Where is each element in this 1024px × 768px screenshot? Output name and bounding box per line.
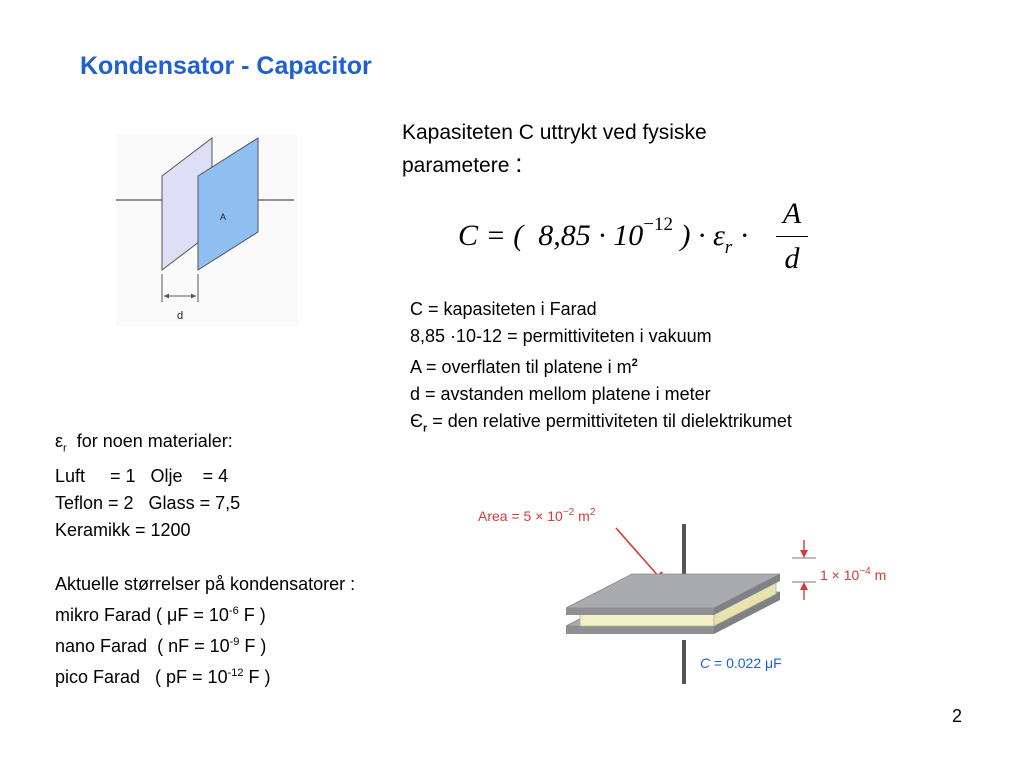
slide-title: Kondensator - Capacitor: [80, 52, 372, 80]
intro-line-2: parametere :: [402, 148, 523, 178]
definition-distance: d = avstanden mellom platene i meter: [410, 384, 711, 404]
spacer: [55, 544, 355, 571]
distance-arrowhead-right: [191, 293, 196, 299]
plate-capacitor-diagram: A d: [116, 134, 298, 326]
capacitance-formula: C = ( 8,85 · 10−12 ) · εr · A d: [458, 196, 808, 282]
materials-heading: εr for noen materialer:: [55, 431, 233, 455]
definitions-list: C = kapasiteten i Farad 8,85 ·10-12 = pe…: [410, 296, 792, 443]
formula-dot: ·: [732, 219, 750, 252]
formula-fraction: A d: [776, 196, 808, 277]
definition-constant: 8,85 ·10-12 = permittiviteten i vakuum: [410, 326, 712, 346]
formula-exponent: −12: [643, 214, 673, 235]
definition-area: A = overflaten til platene i m2: [410, 357, 638, 377]
bottom-plate-side: [714, 592, 780, 634]
capacitance-label: C = 0.022 μF: [700, 655, 782, 671]
top-plate-side: [714, 574, 780, 615]
intro-colon: :: [515, 148, 523, 178]
fraction-bar: [776, 236, 808, 237]
front-plate: [197, 137, 259, 271]
gap-arrowhead-bottom: [800, 582, 808, 590]
parallel-plate-illustration: Area = 5 × 10−2 m2 1 × 10−4 m C = 0.022 …: [478, 507, 886, 684]
materials-row-2: Teflon = 2 Glass = 7,5: [55, 492, 241, 513]
size-micro: mikro Farad ( μF = 10-6 F ): [55, 604, 266, 625]
area-arrow: [615, 527, 661, 579]
size-nano: nano Farad ( nF = 10-9 F ): [55, 635, 267, 656]
formula-denominator: d: [784, 242, 800, 275]
sizes-heading: Aktuelle størrelser på kondensatorer :: [55, 573, 356, 594]
intro-line-1: Kapasiteten C uttrykt ved fysiske: [402, 121, 707, 144]
formula-sub: r: [724, 237, 733, 258]
bottom-plate-front: [566, 626, 714, 634]
formula-mid: ) · ε: [672, 219, 725, 252]
materials-row-1: Luft = 1 Olje = 4: [55, 465, 229, 486]
definition-c: C = kapasiteten i Farad: [410, 299, 597, 319]
plate-area-label: A: [220, 212, 226, 222]
area-label: Area = 5 × 10−2 m2: [478, 507, 596, 524]
distance-label: d: [177, 310, 183, 322]
thickness-label: 1 × 10−4 m: [820, 566, 886, 583]
materials-row-3: Keramikk = 1200: [55, 519, 191, 540]
size-pico: pico Farad ( pF = 10-12 F ): [55, 666, 271, 687]
formula-lhs: C = ( 8,85 · 10: [458, 219, 644, 252]
intro-text: Kapasiteten C uttrykt ved fysiske parame…: [402, 117, 707, 181]
definition-permittivity: Єr = den relative permittiviteten til di…: [410, 411, 792, 435]
top-plate-front: [566, 608, 714, 615]
formula-numerator: A: [782, 197, 802, 230]
materials-list: εr for noen materialer: Luft = 1 Olje = …: [55, 428, 355, 691]
distance-arrowhead-left: [164, 293, 169, 299]
gap-arrowhead-top: [800, 550, 808, 558]
page-number: 2: [951, 706, 962, 726]
formula-body: C = ( 8,85 · 10−12 ) · εr ·: [458, 214, 750, 258]
